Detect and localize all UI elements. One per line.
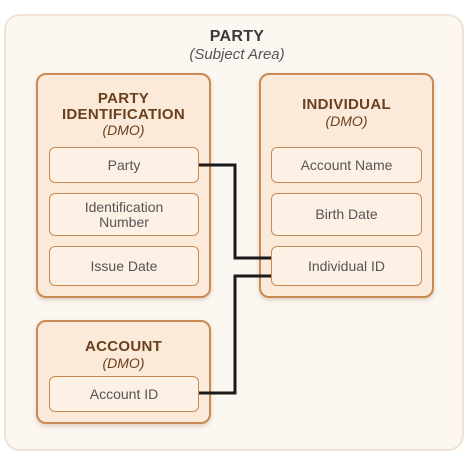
field-birth-date-label: Birth Date: [315, 206, 378, 222]
field-individual-id-label: Individual ID: [307, 257, 386, 274]
party-identification-subtitle: (DMO): [102, 122, 145, 138]
field-identification-number-line1: Identification: [84, 198, 164, 215]
field-issue-date-label: Issue Date: [90, 257, 158, 274]
field-account-id-label: Account ID: [89, 385, 159, 402]
field-identification-number[interactable]: Identification Number: [49, 193, 199, 236]
field-identification-number-line2: Number: [99, 213, 149, 230]
party-identification-title-line2: IDENTIFICATION: [61, 106, 186, 123]
party-identification-title-line1: PARTY: [97, 90, 150, 107]
subject-area-subtitle: (Subject Area): [189, 46, 285, 63]
field-account-id[interactable]: Account ID: [49, 376, 199, 412]
individual-subtitle: (DMO): [325, 113, 368, 129]
field-account-name-label: Account Name: [300, 156, 393, 173]
field-issue-date[interactable]: Issue Date: [49, 246, 199, 286]
individual-title: INDIVIDUAL: [302, 96, 391, 113]
subject-area-title: PARTY: [209, 28, 265, 45]
account-subtitle: (DMO): [102, 355, 145, 371]
field-account-name[interactable]: Account Name: [271, 147, 422, 183]
field-birth-date[interactable]: Birth Date: [271, 193, 422, 236]
field-party[interactable]: Party: [49, 147, 199, 183]
field-individual-id[interactable]: Individual ID: [271, 246, 422, 286]
account-title: ACCOUNT: [84, 338, 163, 355]
field-party-label: Party: [107, 156, 141, 173]
